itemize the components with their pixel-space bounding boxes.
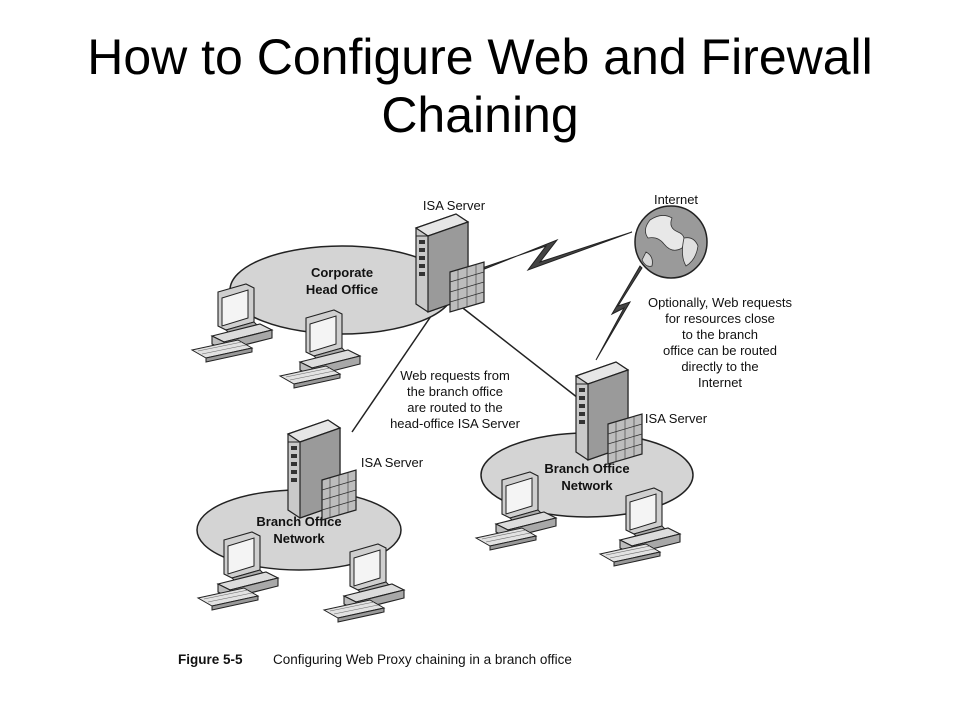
title-line-2: Chaining [381, 87, 579, 143]
annotation-routed-line-2: the branch office [407, 384, 503, 399]
annotation-optional: Optionally, Web requests for resources c… [648, 295, 793, 390]
link-head-to-branch-left [351, 299, 443, 433]
annotation-optional-line-6: Internet [698, 375, 742, 390]
annotation-optional-line-1: Optionally, Web requests [648, 295, 793, 310]
annotation-routed: Web requests from the branch office are … [390, 368, 521, 431]
branch-right-label-line-1: Branch Office [544, 461, 629, 476]
branch-left-label-line-2: Network [273, 531, 325, 546]
figure-number: Figure 5-5 [178, 652, 243, 667]
branch-left-isa-server-label: ISA Server [361, 455, 424, 470]
annotation-routed-line-1: Web requests from [400, 368, 510, 383]
internet-label: Internet [654, 192, 698, 207]
branch-right-label-line-2: Network [561, 478, 613, 493]
annotation-optional-line-5: directly to the [681, 359, 758, 374]
figure-caption: Configuring Web Proxy chaining in a bran… [273, 652, 572, 667]
lightning-head-to-internet-icon [481, 231, 633, 272]
head-office-label-line-2: Head Office [306, 282, 378, 297]
annotation-optional-line-2: for resources close [665, 311, 775, 326]
title-line-1: How to Configure Web and Firewall [87, 29, 873, 85]
internet-globe-icon [634, 205, 708, 279]
slide-title: How to Configure Web and Firewall Chaini… [0, 28, 960, 144]
annotation-optional-line-3: to the branch [682, 327, 758, 342]
branch-left-label-line-1: Branch Office [256, 514, 341, 529]
head-office-isa-server-label: ISA Server [423, 198, 486, 213]
branch-right-isa-server-label: ISA Server [645, 411, 708, 426]
annotation-optional-line-4: office can be routed [663, 343, 777, 358]
lightning-branch-to-internet-icon [595, 265, 643, 361]
annotation-routed-line-3: are routed to the [407, 400, 502, 415]
link-head-to-branch-right [449, 297, 579, 399]
annotation-routed-line-4: head-office ISA Server [390, 416, 521, 431]
head-office-label-line-1: Corporate [311, 265, 373, 280]
